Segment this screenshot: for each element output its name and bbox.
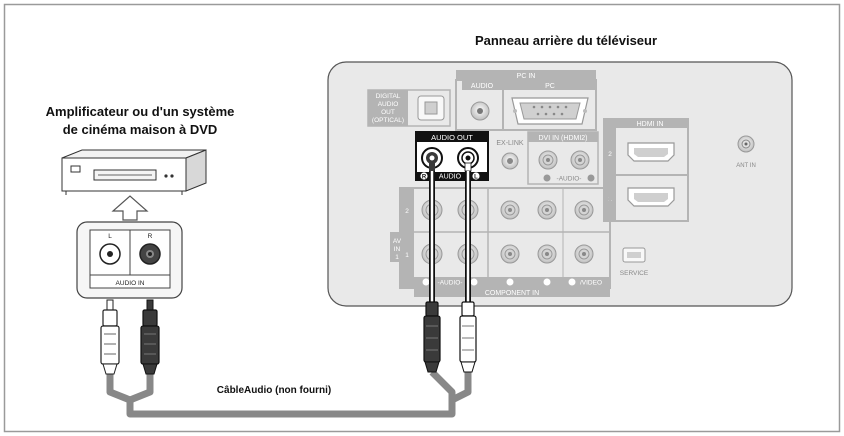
plug-left-white — [100, 299, 120, 375]
up-arrow-icon — [111, 195, 149, 221]
audio-out-jack-r — [421, 147, 443, 169]
cable-label: CâbleAudio (non fourni) — [217, 385, 331, 396]
amplifier-title-line1: Amplificateur ou d'un système — [46, 104, 235, 119]
pc-audio-jack — [470, 101, 490, 121]
dvi-in-label: DVI IN (HDMI2) — [539, 135, 588, 142]
amp-port-l-label: L — [108, 233, 112, 240]
pc-in-block — [455, 70, 597, 131]
audio-out-block — [415, 131, 489, 181]
digital-audio-out-line2: AUDIO — [378, 101, 399, 108]
digital-audio-out-block — [367, 89, 451, 127]
ant-in-label: ANT IN — [736, 163, 756, 169]
plug-tv-dark — [423, 163, 441, 373]
ex-link-jack — [501, 152, 519, 170]
pc-in-label: PC IN — [517, 73, 536, 80]
usb-service-port — [622, 247, 646, 263]
hdmi-in-block — [603, 118, 689, 222]
av-in-label-line1: AV — [393, 238, 402, 245]
tv-panel-title: Panneau arrière du téléviseur — [475, 33, 657, 48]
dvi-in-block — [527, 131, 599, 185]
digital-audio-out-line3: OUT — [381, 109, 395, 116]
digital-audio-out-line1: DIGITAL — [376, 93, 401, 100]
amp-jack-l — [99, 243, 121, 265]
component-in-jacks — [500, 200, 594, 264]
y-video-label: /VIDEO — [580, 280, 602, 287]
plug-left-dark — [140, 299, 160, 375]
y-badge — [568, 278, 576, 286]
av-row-2-label: 2 — [405, 208, 409, 215]
bottom-audio-label: -AUDIO- — [438, 280, 463, 287]
component-in-label: COMPONENT IN — [485, 290, 539, 297]
audio-out-audio-label: AUDIO — [439, 174, 462, 181]
hdmi-2-label: 2 — [608, 151, 612, 158]
amp-audio-in-label: AUDIO IN — [116, 280, 145, 287]
amp-port-r-label: R — [148, 233, 153, 240]
amp-jack-r — [139, 243, 161, 265]
dvi-audio-label: -AUDIO- — [557, 176, 582, 183]
pc-audio-label: AUDIO — [471, 83, 494, 90]
service-label: SERVICE — [620, 270, 649, 277]
hdmi-in-label: HDMI IN — [637, 121, 664, 128]
av-in-label-line2: IN — [394, 246, 401, 253]
digital-audio-out-line4: (OPTICAL) — [372, 117, 404, 124]
av-in-label-line3: 1 — [395, 254, 399, 261]
bottom-l-badge — [470, 278, 478, 286]
audio-out-l-label: L — [474, 175, 478, 181]
ex-link-label: EX-LINK — [496, 140, 524, 147]
audio-cable — [106, 369, 472, 418]
vga-port-icon — [511, 97, 589, 125]
amplifier-title-line2: de cinéma maison à DVD — [63, 122, 218, 137]
audio-out-r-label: R — [422, 175, 427, 181]
av-row-1-label: 1 — [405, 252, 409, 259]
cable-label-bg — [196, 380, 352, 398]
pr-badge — [543, 278, 551, 286]
dvd-device-icon — [61, 149, 207, 195]
audio-out-label: AUDIO OUT — [431, 133, 473, 142]
plug-tv-white — [459, 162, 477, 373]
audio-out-l-badge — [472, 172, 480, 180]
audio-out-r-badge — [420, 172, 428, 180]
ant-in-jack — [737, 135, 755, 153]
pc-label: PC — [545, 83, 555, 90]
bottom-r-badge — [422, 278, 430, 286]
pb-badge — [506, 278, 514, 286]
